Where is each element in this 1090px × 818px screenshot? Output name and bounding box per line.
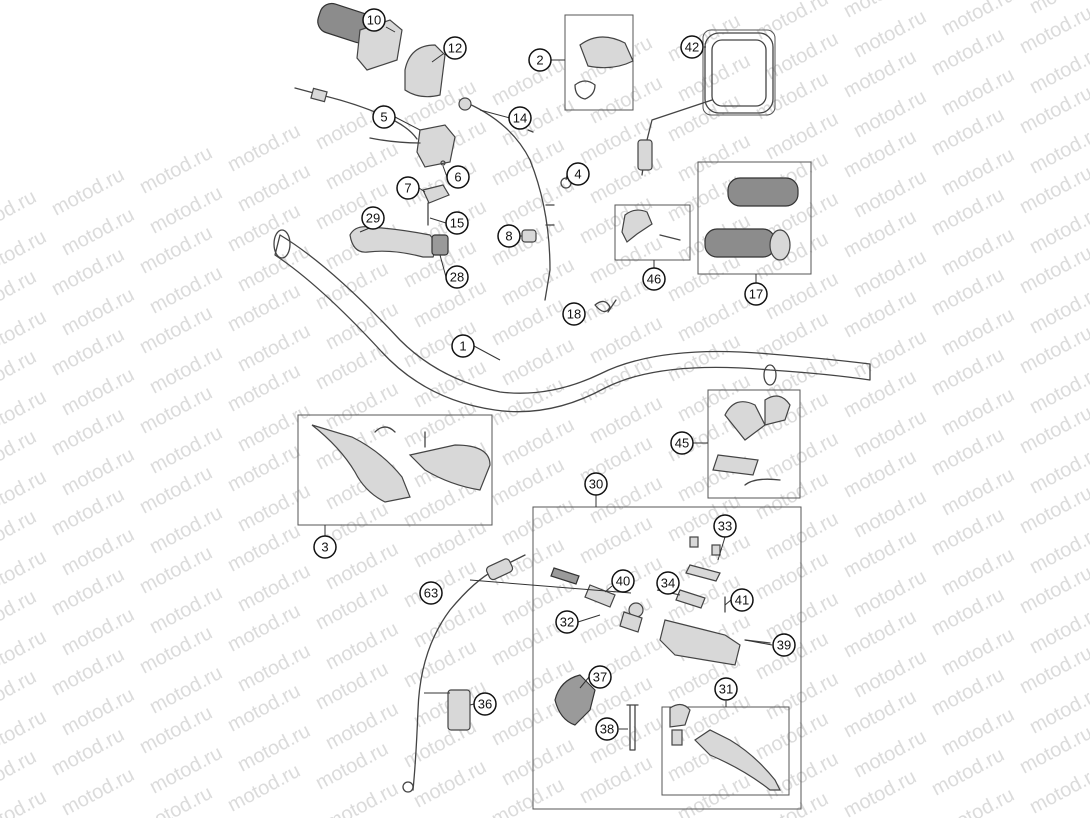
nut-part [521,229,537,243]
watermark-text: motod.ru [0,786,50,818]
callout-45: 45 [670,431,694,455]
brake-clamp-part [712,395,791,486]
callout-17: 17 [744,282,768,306]
svg-text:17: 17 [749,287,763,302]
svg-text:7: 7 [404,181,411,196]
hand-guard-part [311,424,491,503]
svg-text:33: 33 [718,519,732,534]
svg-text:18: 18 [567,307,581,322]
svg-text:46: 46 [647,272,661,287]
svg-text:34: 34 [661,576,675,591]
callout-layer: 10 12 2 42 5 14 6 7 4 29 15 8 28 46 17 1… [313,8,796,741]
svg-text:6: 6 [454,170,461,185]
callout-34: 34 [656,571,680,595]
watermark-text: motod.ru [488,774,568,818]
svg-text:4: 4 [574,167,581,182]
callout-8: 8 [497,224,521,248]
svg-text:10: 10 [367,13,381,28]
callout-36: 36 [473,692,497,716]
svg-text:30: 30 [589,477,603,492]
callout-28: 28 [445,265,469,289]
callout-30: 30 [584,472,608,496]
svg-text:3: 3 [321,540,328,555]
callout-7: 7 [396,176,420,200]
svg-text:45: 45 [675,436,689,451]
callout-40: 40 [611,569,635,593]
mirror-part [637,32,774,176]
svg-text:39: 39 [777,638,791,653]
svg-text:31: 31 [719,682,733,697]
brake-lever-part [669,703,781,791]
svg-text:40: 40 [616,574,630,589]
svg-text:32: 32 [560,615,574,630]
svg-text:37: 37 [593,670,607,685]
callout-10: 10 [362,8,386,32]
callout-39: 39 [772,633,796,657]
svg-text:42: 42 [685,40,699,55]
callout-14: 14 [508,106,532,130]
group-box-42 [702,29,776,116]
group-box-17 [697,161,812,275]
handlebar-part [274,234,871,413]
svg-text:36: 36 [478,697,492,712]
brake-hose-part [412,554,526,791]
callout-41: 41 [730,588,754,612]
lever-boot-part [554,674,596,726]
callout-31: 31 [714,677,738,701]
callout-5: 5 [372,105,396,129]
throttle-cover-part [404,44,446,98]
svg-text:1: 1 [459,339,466,354]
callout-46: 46 [642,267,666,291]
group-box-46 [614,204,691,261]
svg-text:29: 29 [366,211,380,226]
svg-text:2: 2 [536,53,543,68]
svg-text:15: 15 [450,216,464,231]
callout-29: 29 [361,206,385,230]
fluid-bottle-part [447,689,471,731]
parts [273,2,871,793]
svg-text:12: 12 [448,41,462,56]
svg-text:14: 14 [513,111,527,126]
svg-text:63: 63 [424,586,438,601]
callout-42: 42 [680,35,704,59]
clutch-cable-part [459,99,551,301]
throttle-clamp-part [621,209,653,243]
callout-33: 33 [713,514,737,538]
callout-1: 1 [451,334,475,358]
callout-18: 18 [562,302,586,326]
pivot-bolt-part [626,704,639,751]
throttle-grip-part [317,2,403,71]
watermark-text: motod.ru [224,760,304,816]
svg-text:28: 28 [450,270,464,285]
callout-15: 15 [445,211,469,235]
callout-63: 63 [419,581,443,605]
watermark-text: motod.ru [576,752,656,808]
callout-2: 2 [528,48,552,72]
group-boxes [297,14,812,810]
group-box-2 [564,14,634,111]
group-box-45 [707,389,801,499]
svg-text:41: 41 [735,593,749,608]
svg-text:5: 5 [380,110,387,125]
callout-4: 4 [566,162,590,186]
callout-38: 38 [595,717,619,741]
group-box-30 [532,506,802,810]
svg-text:8: 8 [505,229,512,244]
group-box-3 [297,414,493,526]
svg-text:38: 38 [600,722,614,737]
switch-housing-part [416,124,456,168]
holder-part [579,36,634,69]
clamp-part [422,184,450,204]
callout-37: 37 [588,665,612,689]
grips-part [704,177,799,261]
callout-6: 6 [446,165,470,189]
watermark-text: motod.ru [840,766,920,818]
callout-12: 12 [443,36,467,60]
cable-tie-part [594,299,617,313]
callout-3: 3 [313,535,337,559]
master-cylinder-part [550,536,771,666]
callout-32: 32 [555,610,579,634]
